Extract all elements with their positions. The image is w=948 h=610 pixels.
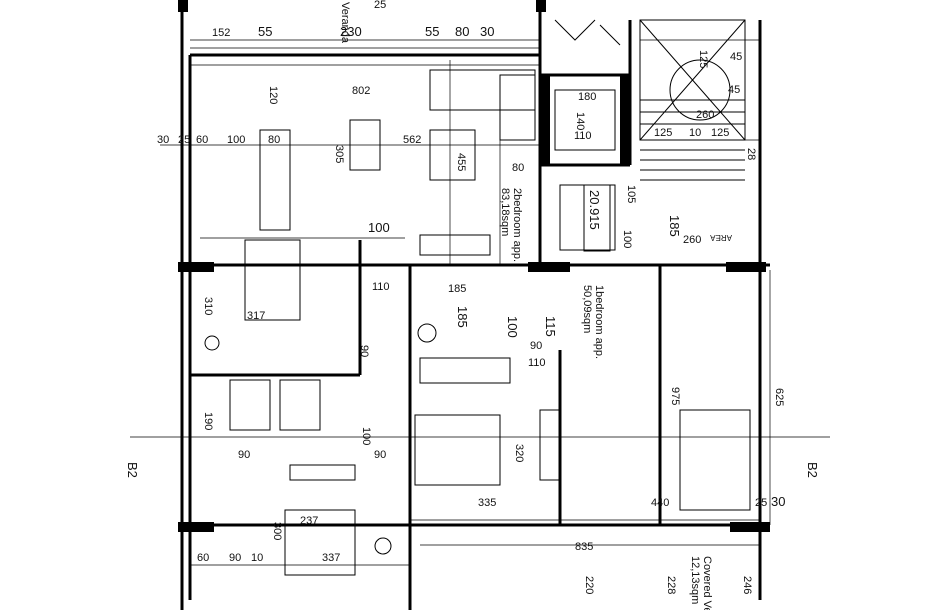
apt1-area: 50,09sqm <box>581 285 593 333</box>
top-dimensions: 152 55 230 55 80 30 25 Veranda <box>212 0 494 44</box>
stair-labels: 20.915 125 45 45 260 125 10 125 28 105 1… <box>512 50 757 252</box>
dimension-lines <box>130 39 830 566</box>
living-table: 562 <box>403 134 421 146</box>
elevation-label: 20.915 <box>587 190 602 230</box>
apt1-labels: 1bedroom app. 50,09sqm 185 185 100 115 9… <box>448 283 785 553</box>
covered-label: Covered Ve <box>701 556 713 610</box>
bed2-width: 237 <box>300 515 318 527</box>
w-835: 835 <box>575 541 593 553</box>
dim-246: 246 <box>741 576 753 594</box>
apt2-labels: 2bedroom app. 83,18sqm 100 317 310 110 9… <box>197 188 523 564</box>
bottom-labels: 220 228 246 Covered Ve 12,13sqm <box>583 556 753 610</box>
bottom-90: 90 <box>229 552 241 564</box>
stair-10: 10 <box>689 127 701 139</box>
stair-45b: 45 <box>728 84 740 96</box>
section-right: B2 <box>805 462 820 478</box>
bath-190: 190 <box>202 412 214 430</box>
table-width: 305 <box>333 145 345 163</box>
bed2-depth: 300 <box>271 522 283 540</box>
section-left: B2 <box>125 462 140 478</box>
sofa-dim: 455 <box>455 153 467 171</box>
apt2-title: 2bedroom app. <box>511 188 523 262</box>
covered-area: 12,13sqm <box>689 556 701 604</box>
lift-140: 140 <box>574 112 586 130</box>
bath-100: 100 <box>360 427 372 445</box>
section-markers: B2 B2 <box>125 462 820 478</box>
w-335: 335 <box>478 497 496 509</box>
furniture <box>204 19 751 576</box>
w-440: 440 <box>651 497 669 509</box>
apt1-title: 1bedroom app. <box>593 285 605 359</box>
area-label: AREA <box>710 233 732 242</box>
w-320: 320 <box>513 444 525 462</box>
hall-90: 90 <box>358 345 370 357</box>
lift-110: 110 <box>574 130 592 142</box>
bed1-width: 317 <box>247 310 265 322</box>
dim-230: 230 <box>340 24 362 39</box>
kitchen-c: 25 <box>178 134 190 146</box>
corridor-100: 100 <box>368 220 390 235</box>
stair-80: 80 <box>512 162 524 174</box>
w-110: 110 <box>528 357 546 369</box>
kitchen-d: 30 <box>157 134 169 146</box>
stair-125b: 125 <box>654 127 672 139</box>
bottom-10: 10 <box>251 552 263 564</box>
lift-180: 180 <box>578 91 596 103</box>
bath-90a: 90 <box>238 449 250 461</box>
stair-185: 185 <box>667 215 682 237</box>
stair-100: 100 <box>621 230 633 248</box>
top-fragment: 25 <box>374 0 386 11</box>
bath-90b: 90 <box>374 449 386 461</box>
stair-28: 28 <box>745 148 757 160</box>
stair-260b: 260 <box>683 234 701 246</box>
w-30: 30 <box>771 494 785 509</box>
stair-105: 105 <box>625 185 637 203</box>
dim-55a: 55 <box>258 24 272 39</box>
corridor-110: 110 <box>372 281 390 293</box>
w-975: 975 <box>669 387 681 405</box>
staircase <box>639 19 746 181</box>
stair-125c: 125 <box>711 127 729 139</box>
apt2-area: 83,18sqm <box>499 188 511 236</box>
w-625: 625 <box>773 388 785 406</box>
living-labels: 802 562 455 120 80 100 60 25 30 305 <box>157 85 467 171</box>
w-100: 100 <box>505 316 520 338</box>
veranda-label: Veranda <box>339 2 351 44</box>
columns <box>178 0 770 532</box>
kitchen-a: 100 <box>227 134 245 146</box>
counter-a: 120 <box>267 86 279 104</box>
bottom-60: 60 <box>197 552 209 564</box>
w-115: 115 <box>543 316 558 337</box>
stair-125a: 125 <box>697 50 709 68</box>
kitchen-b: 60 <box>196 134 208 146</box>
bed1-height: 310 <box>202 297 214 315</box>
dim-228: 228 <box>665 576 677 594</box>
counter-b: 80 <box>268 134 280 146</box>
stair-260: 260 <box>696 109 714 121</box>
w-185b: 185 <box>455 306 470 328</box>
w-90: 90 <box>530 340 542 352</box>
bed2-x: 337 <box>322 552 340 564</box>
w-185a: 185 <box>448 283 466 295</box>
living-width: 802 <box>352 85 370 97</box>
stair-45a: 45 <box>730 51 742 63</box>
w-25: 25 <box>755 497 767 509</box>
dim-152: 152 <box>212 27 230 39</box>
dim-30: 30 <box>480 24 494 39</box>
dim-220: 220 <box>583 576 595 594</box>
dim-80: 80 <box>455 24 469 39</box>
dim-55b: 55 <box>425 24 439 39</box>
